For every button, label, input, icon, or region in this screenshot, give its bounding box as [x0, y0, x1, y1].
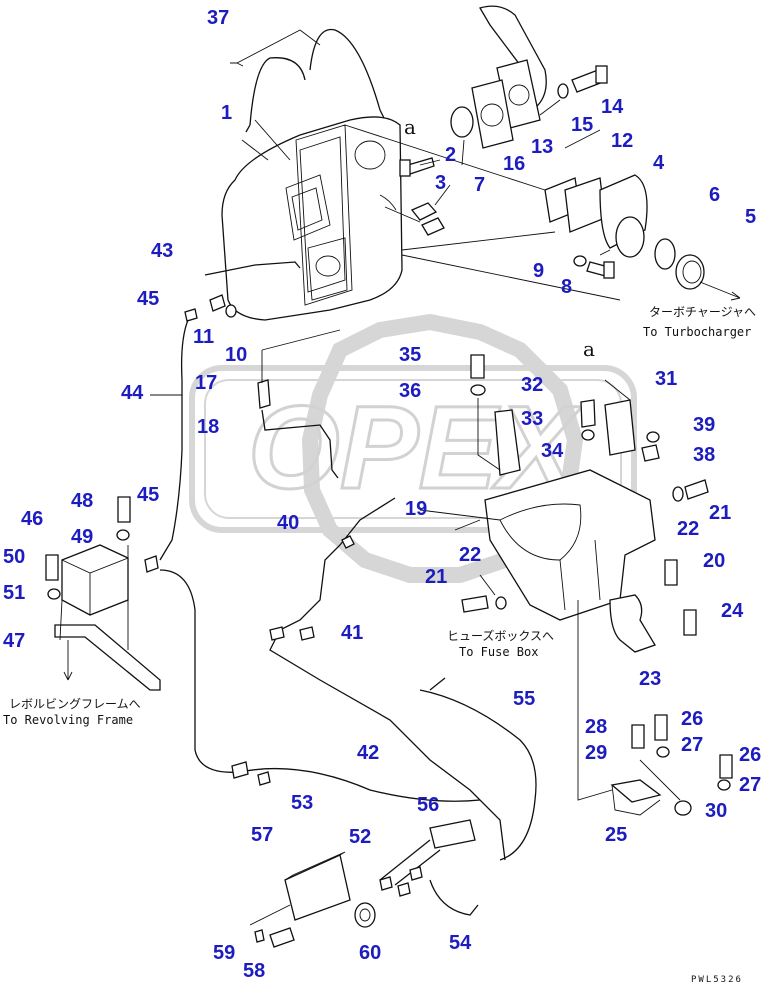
callout-c53: 53 — [291, 792, 314, 814]
callout-c12: 12 — [611, 130, 634, 152]
callout-c39: 39 — [693, 414, 716, 436]
callout-c26a: 26 — [681, 708, 704, 730]
callout-c1: 1 — [221, 102, 233, 124]
callout-c13: 13 — [531, 136, 554, 158]
callout-c17: 17 — [195, 372, 218, 394]
callout-c37: 37 — [207, 7, 230, 29]
callout-c21b: 21 — [425, 566, 448, 588]
callout-c22a: 22 — [677, 518, 700, 540]
callout-c24: 24 — [721, 600, 744, 622]
callout-c52: 52 — [349, 826, 372, 848]
callout-c15: 15 — [571, 114, 594, 136]
callout-c11: 11 — [193, 326, 215, 348]
note-frame-jp: レボルビングフレームへ — [9, 697, 141, 711]
callout-c19: 19 — [405, 498, 428, 520]
callout-c30: 30 — [705, 800, 728, 822]
callout-c35: 35 — [399, 344, 422, 366]
callout-c3: 3 — [435, 172, 447, 194]
callout-c36: 36 — [399, 380, 422, 402]
ref-letter-a1: a — [404, 115, 416, 139]
callout-c58: 58 — [243, 960, 266, 982]
callout-c34: 34 — [541, 440, 564, 462]
callout-c50: 50 — [3, 546, 26, 568]
callout-c20: 20 — [703, 550, 726, 572]
callout-c31: 31 — [655, 368, 678, 390]
callout-c27b: 27 — [739, 774, 762, 796]
callout-c21a: 21 — [709, 502, 732, 524]
callout-c45b: 45 — [137, 484, 160, 506]
callout-c54: 54 — [449, 932, 472, 954]
note-fuse-en: To Fuse Box — [459, 645, 539, 659]
callout-c2: 2 — [445, 144, 457, 166]
callout-c6: 6 — [709, 184, 721, 206]
callout-c7: 7 — [474, 174, 486, 196]
callout-c23: 23 — [639, 668, 662, 690]
drawing-code: PWL5326 — [691, 975, 743, 985]
callout-c33: 33 — [521, 408, 544, 430]
callout-c60: 60 — [359, 942, 382, 964]
callout-c44: 44 — [121, 382, 144, 404]
callout-c56: 56 — [417, 794, 440, 816]
callout-c47: 47 — [3, 630, 26, 652]
callout-c16: 16 — [503, 153, 526, 175]
callout-c22b: 22 — [459, 544, 482, 566]
callout-c38: 38 — [693, 444, 716, 466]
callout-c8: 8 — [561, 276, 573, 298]
callout-c41: 41 — [341, 622, 364, 644]
callout-c9: 9 — [533, 260, 545, 282]
callout-c10: 10 — [225, 344, 248, 366]
callout-c25: 25 — [605, 824, 628, 846]
callout-c43: 43 — [151, 240, 174, 262]
ref-letter-a2: a — [583, 337, 595, 361]
note-turbo-en: To Turbocharger — [643, 325, 752, 339]
callout-c42: 42 — [357, 742, 380, 764]
callout-c32: 32 — [521, 374, 544, 396]
callout-c59: 59 — [213, 942, 236, 964]
note-turbo-jp: ターボチャージャへ — [649, 305, 757, 319]
callout-c27a: 27 — [681, 734, 704, 756]
callout-c14: 14 — [601, 96, 624, 118]
callout-c18: 18 — [197, 416, 220, 438]
callout-c55: 55 — [513, 688, 536, 710]
callout-c29: 29 — [585, 742, 608, 764]
callout-c57: 57 — [251, 824, 274, 846]
callout-c49: 49 — [71, 526, 94, 548]
callout-c26b: 26 — [739, 744, 762, 766]
callout-c46: 46 — [21, 508, 44, 530]
note-fuse-jp: ヒューズボックスへ — [447, 629, 555, 643]
callout-c48: 48 — [71, 490, 94, 512]
callout-c51: 51 — [3, 582, 26, 604]
callout-c40: 40 — [277, 512, 300, 534]
callout-c5: 5 — [745, 206, 757, 228]
callout-c4: 4 — [653, 152, 665, 174]
callout-c28: 28 — [585, 716, 608, 738]
callout-c45a: 45 — [137, 288, 160, 310]
note-frame-en: To Revolving Frame — [3, 713, 134, 727]
